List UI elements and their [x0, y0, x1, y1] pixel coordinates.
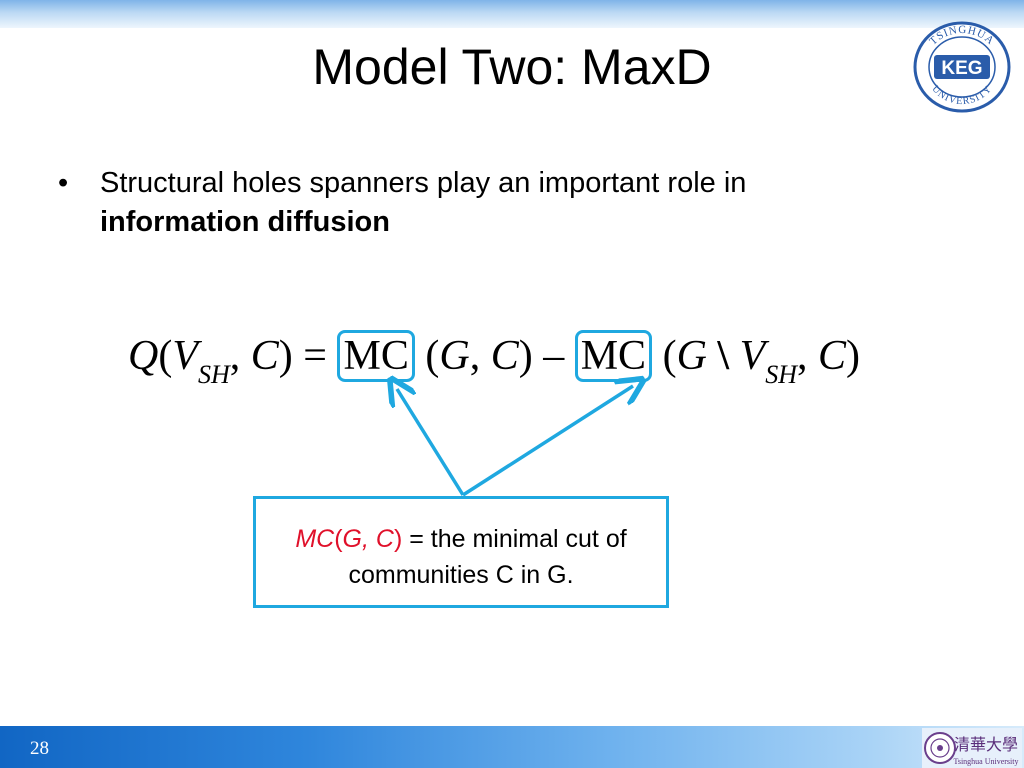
mc-box-second: MC — [574, 330, 653, 382]
tsinghua-logo: 清華大學 Tsinghua University — [922, 728, 1022, 768]
formula-equals: = — [303, 333, 327, 379]
formula-mc-second: MC — [580, 333, 647, 379]
formula-sub-sh-second: SH — [765, 360, 798, 389]
formula-c: C — [250, 333, 279, 379]
mc-definition-callout: MC(G, C) = the minimal cut of communitie… — [253, 496, 669, 608]
formula-mc-first: MC — [343, 333, 409, 379]
formula-c-third: C — [818, 333, 847, 379]
page-number: 28 — [30, 738, 49, 759]
callout-mc: MC — [295, 525, 335, 553]
arrow-to-second-mc — [462, 386, 633, 497]
formula-g: G — [439, 333, 470, 379]
svg-text:清華大學: 清華大學 — [954, 735, 1018, 754]
callout-close-paren: ) — [393, 525, 403, 553]
maxd-formula: Q(VSH, C) = MC (G, C) – MC (G \ VSH, C) — [128, 330, 860, 389]
slide-title: Model Two: MaxD — [312, 39, 712, 95]
bullet-text: Structural holes spanners play an import… — [100, 164, 900, 242]
callout-args: G, C — [342, 525, 394, 553]
formula-sub-sh: SH — [198, 360, 230, 389]
bullet-text-regular: Structural holes spanners play an import… — [100, 167, 747, 199]
svg-text:KEG: KEG — [941, 58, 982, 79]
callout-open-paren: ( — [334, 525, 343, 553]
bullet-text-bold: information diffusion — [100, 206, 390, 238]
arrow-to-first-mc — [397, 389, 465, 496]
bullet-marker: • — [58, 167, 69, 199]
formula-setminus: \ — [717, 333, 730, 379]
formula-minus: – — [543, 333, 565, 379]
mc-box-first: MC — [337, 330, 415, 382]
callout-line2: communities C in G. — [348, 561, 574, 589]
header-band — [0, 0, 1024, 28]
formula-g-second: G — [676, 333, 707, 379]
formula-v-second: V — [739, 333, 766, 379]
keg-logo: TSINGHUA UNIVERSITY KEG — [913, 21, 1011, 113]
footer-band — [0, 726, 1024, 768]
formula-c-second: C — [490, 333, 519, 379]
formula-q: Q — [128, 333, 159, 379]
formula-v: V — [172, 333, 198, 379]
callout-line1: = the minimal cut of — [402, 525, 627, 553]
svg-text:Tsinghua University: Tsinghua University — [954, 757, 1019, 766]
